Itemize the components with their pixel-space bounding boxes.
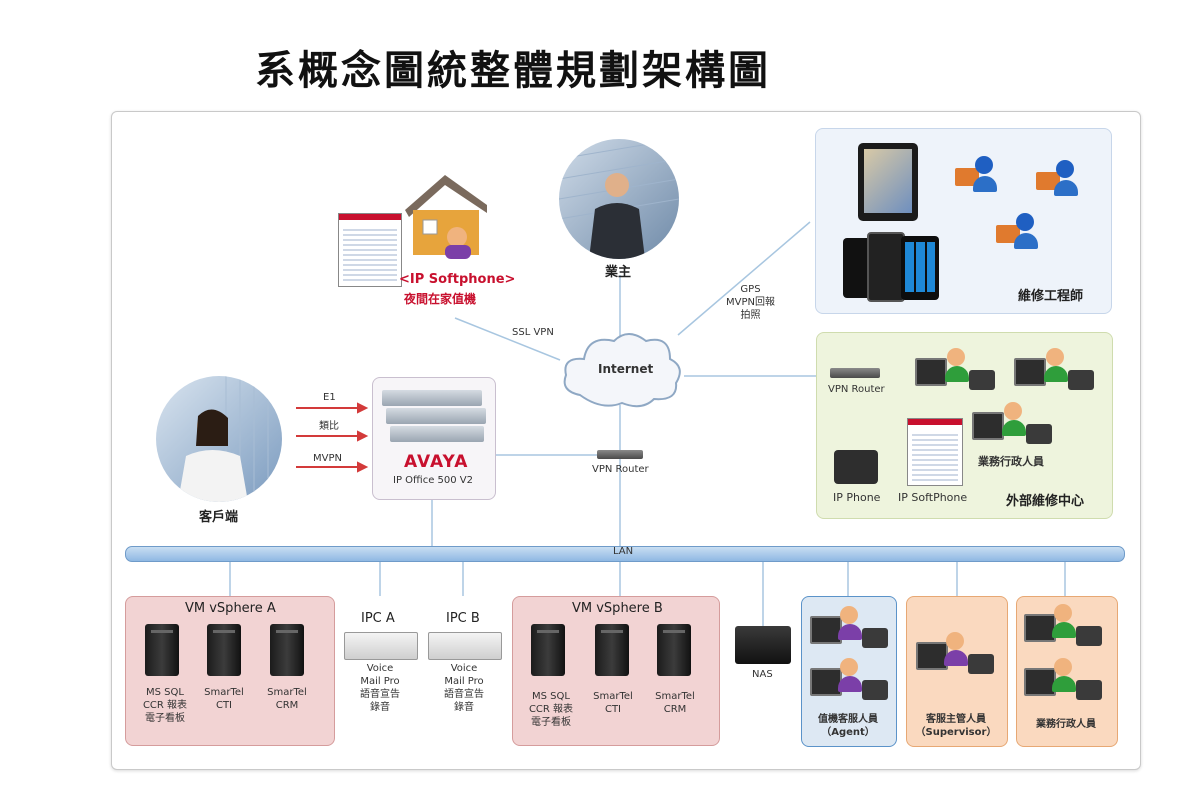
vsphere-b-server-2: SmarTel CTI [593, 691, 633, 715]
house-icon [395, 165, 495, 265]
agent-workstation-icon-1 [810, 604, 890, 650]
softphone-app-icon [338, 213, 402, 287]
e1-label: E1 [323, 392, 336, 403]
vsphere-b-title: VM vSphere B [572, 601, 663, 616]
admin-workstation-icon-1 [1024, 602, 1104, 648]
smartphones-icon [843, 232, 941, 302]
external-center-label: 外部維修中心 [1006, 494, 1085, 509]
ip-phone-label: IP Phone [833, 491, 881, 504]
ip-softphone-label: <IP Softphone> [399, 272, 516, 287]
lan-label: LAN [613, 546, 634, 557]
ipc-b-title: IPC B [446, 611, 480, 626]
avaya-logo: AVAYA [404, 452, 469, 472]
vpn-router-center-label: VPN Router [592, 464, 649, 475]
external-center-box [816, 332, 1113, 519]
ipc-a-desc: Voice Mail Pro 語音宣告 錄音 [360, 663, 400, 713]
staff-workstation-icon-2 [1014, 346, 1094, 392]
admin-workstation-icon-2 [1024, 656, 1104, 702]
page-title: 系概念圖統整體規劃架構圖 [255, 48, 771, 94]
staff-workstation-icon-1 [915, 346, 995, 392]
ipc-a-title: IPC A [361, 611, 395, 626]
engineer-icon-1 [955, 152, 1005, 200]
owner-photo [559, 139, 679, 259]
server-icon [657, 624, 691, 676]
engineer-icon-2 [1036, 156, 1086, 204]
vsphere-a-server-3: SmarTel CRM [267, 687, 307, 711]
tablet-icon [858, 143, 918, 221]
lan-bar [125, 546, 1125, 562]
admin-label: 業務行政人員 [1036, 719, 1096, 730]
supervisor-label: 客服主管人員 （Supervisor） [915, 714, 997, 738]
ip-office-device-icon [382, 390, 486, 444]
server-icon [145, 624, 179, 676]
vpn-router-right-label: VPN Router [828, 384, 885, 395]
ip-office-label: IP Office 500 V2 [393, 475, 473, 486]
ipc-a-icon [344, 632, 418, 660]
agent-workstation-icon-2 [810, 656, 890, 702]
ip-phone-icon [834, 450, 878, 484]
repair-engineer-label: 維修工程師 [1018, 289, 1084, 304]
server-icon [270, 624, 304, 676]
internet-label: Internet [598, 362, 654, 376]
gps-label: GPS MVPN回報 拍照 [726, 284, 775, 321]
vsphere-a-title: VM vSphere A [185, 601, 276, 616]
supervisor-workstation-icon [916, 630, 996, 676]
vpn-router-center-icon [597, 450, 643, 459]
vsphere-a-server-2: SmarTel CTI [204, 687, 244, 711]
staff-workstation-icon-3 [972, 400, 1052, 446]
admin-staff-green-label: 業務行政人員 [978, 455, 1044, 468]
server-icon [595, 624, 629, 676]
ipc-b-desc: Voice Mail Pro 語音宣告 錄音 [444, 663, 484, 713]
vsphere-b-server-1: MS SQL CCR 報表 電子看板 [528, 691, 574, 728]
ssl-vpn-label: SSL VPN [512, 327, 554, 338]
agent-label: 值機客服人員 （Agent） [818, 714, 878, 738]
server-icon [207, 624, 241, 676]
ipc-b-icon [428, 632, 502, 660]
vpn-router-right-icon [830, 368, 880, 378]
ip-softphone-right-label: IP SoftPhone [898, 491, 968, 504]
nas-icon [735, 626, 791, 664]
server-icon [531, 624, 565, 676]
engineer-icon-3 [996, 209, 1046, 257]
vsphere-b-server-3: SmarTel CRM [655, 691, 695, 715]
ip-softphone-right-icon [907, 418, 963, 486]
analog-label: 類比 [319, 421, 339, 432]
ip-softphone-sub: 夜間在家值機 [404, 292, 477, 306]
owner-label: 業主 [605, 265, 632, 280]
client-photo [156, 376, 282, 502]
client-label: 客戶端 [199, 510, 239, 525]
nas-label: NAS [752, 669, 773, 680]
internet-cloud-icon [558, 325, 686, 415]
mvpn-label: MVPN [313, 453, 342, 464]
vsphere-a-server-1: MS SQL CCR 報表 電子看板 [142, 687, 188, 724]
